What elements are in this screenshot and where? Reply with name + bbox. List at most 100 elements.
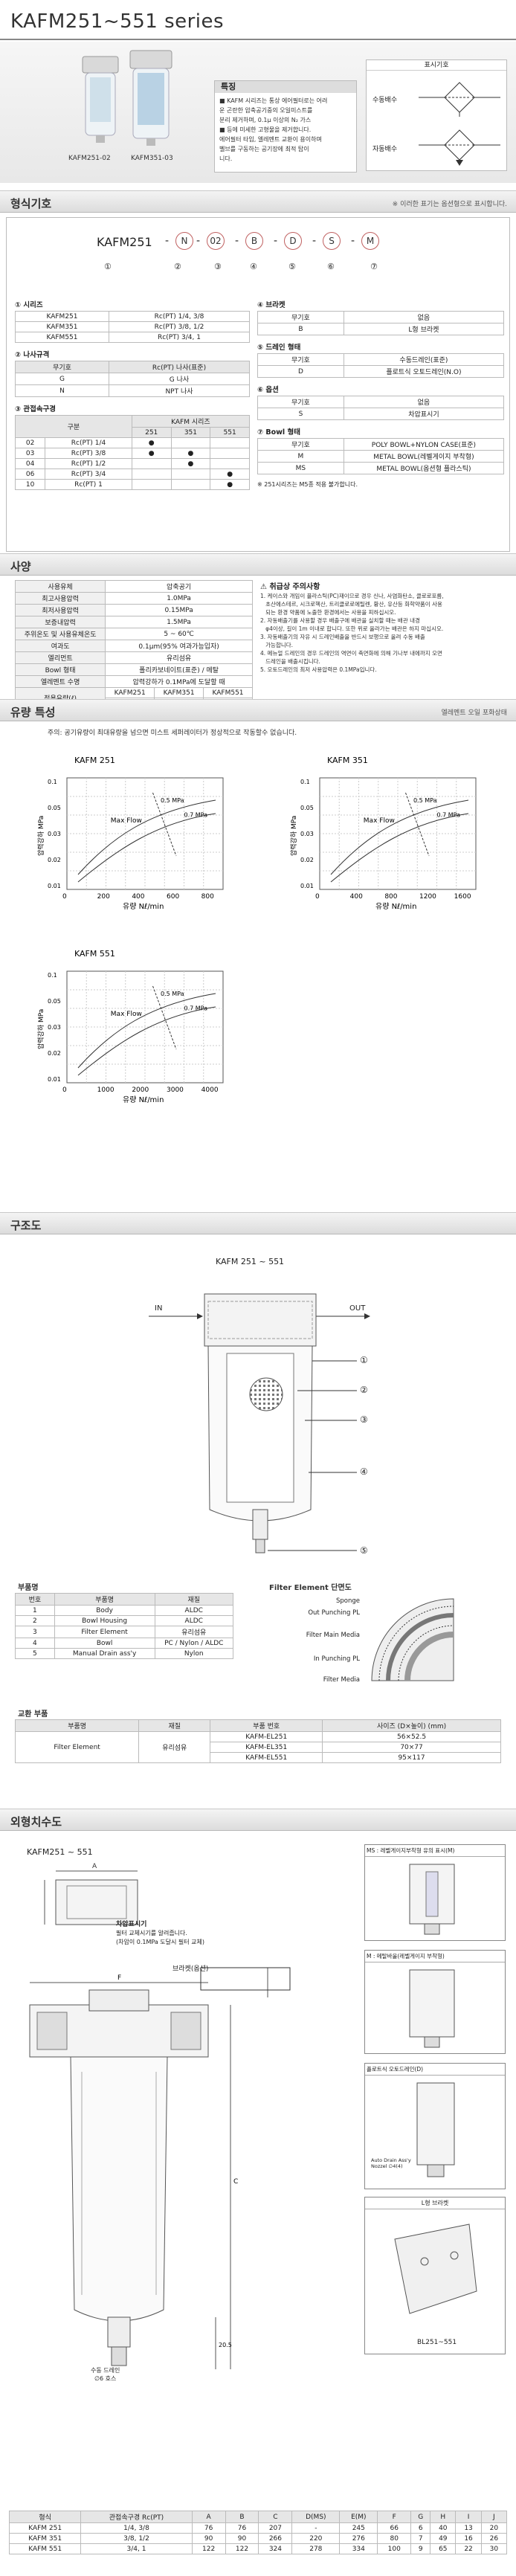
- table-cell: [131, 458, 172, 469]
- spec-value: 1.5MPa: [105, 616, 253, 628]
- table-cell: [131, 468, 172, 480]
- table-cell: N: [15, 384, 109, 397]
- table-cell: 207: [258, 2522, 293, 2534]
- table-cell: 1: [15, 1605, 55, 1616]
- table-header-cell: B: [225, 2511, 259, 2523]
- table-cell: 30: [480, 2543, 508, 2554]
- x-tick: 3000: [167, 1086, 184, 1094]
- table-cell: 49: [430, 2533, 457, 2544]
- bracket-drawing: [394, 2224, 477, 2314]
- table-cell: 06: [14, 468, 46, 480]
- section-flow: 유량 특성 엘레멘트 오일 포화상태: [0, 699, 516, 721]
- x-label: 유량 Nℓ/min: [123, 1095, 164, 1104]
- table-header-cell: 관접속구경 Rc(PT): [80, 2511, 193, 2523]
- table-cell: 324: [258, 2543, 293, 2554]
- table-cell: G 나사: [109, 373, 250, 385]
- section-spec-title: 사양: [10, 560, 31, 573]
- header-underline: [0, 39, 516, 40]
- symbol-auto-label: 자동배수: [373, 146, 398, 153]
- auto-box: 플로트식 오토드레인(D) Auto Drain Ass'y Nozzel ∅4…: [364, 2063, 506, 2189]
- curve-07: [77, 813, 216, 883]
- table-cell: 80: [377, 2533, 412, 2544]
- x-tick: 2000: [132, 1086, 149, 1094]
- max-flow-label: Max Flow: [364, 817, 395, 825]
- y-tick: 0.01: [300, 883, 314, 889]
- table-cell: KAFM351: [154, 687, 204, 698]
- x-tick: 200: [97, 893, 110, 901]
- x-tick: 1000: [97, 1086, 115, 1094]
- table-header-cell: 251: [131, 427, 172, 438]
- table-cell: 10: [14, 479, 46, 490]
- section-structure-title: 구조도: [10, 1219, 42, 1232]
- dimension-drawing: A F C 20.5: [29, 1863, 291, 2369]
- caution-line: 5. 오토드레인의 최저 사용압력은 0.1MPa입니다.: [260, 666, 377, 673]
- x-label: 유량 Nℓ/min: [123, 902, 164, 911]
- table-cell: Filter Element: [14, 1731, 140, 1763]
- y-tick: 0.1: [300, 779, 310, 785]
- table-header-cell: C: [258, 2511, 293, 2523]
- x-tick: 0: [62, 1086, 67, 1094]
- product-label-251: KAFM251-02: [68, 155, 111, 162]
- table-cell: D: [257, 365, 344, 378]
- table-cell: 245: [339, 2522, 378, 2534]
- spec-value: 1.0MPa: [105, 592, 253, 605]
- structure-in-label: IN: [155, 1304, 163, 1313]
- table-cell: 100: [377, 2543, 412, 2554]
- y-tick: 0.05: [300, 805, 314, 811]
- table-cell: [210, 458, 250, 469]
- table-cell: 278: [291, 2543, 341, 2554]
- table-cell: 7: [410, 2533, 431, 2544]
- table-cell: ●: [131, 448, 172, 459]
- table-cell: Bowl Housing: [54, 1615, 155, 1626]
- table-cell: 90: [191, 2533, 226, 2544]
- auto-drawing: [416, 2082, 455, 2177]
- bracket-box: L형 브라켓 BL251~551: [364, 2197, 506, 2354]
- table-cell: ●: [170, 448, 211, 459]
- max-flow-label: Max Flow: [111, 1011, 142, 1018]
- label-07: 0.7 MPa: [184, 1005, 208, 1012]
- spec-value: 5 ~ 60℃: [105, 628, 253, 640]
- svg-text:C: C: [233, 2178, 238, 2186]
- table-header-cell: I: [455, 2511, 482, 2523]
- spec-key: 엘레멘트 수명: [14, 675, 106, 688]
- section-flow-note: 엘레멘트 오일 포화상태: [441, 709, 507, 717]
- table-cell: MS: [257, 462, 344, 474]
- model-num: ⑦: [370, 262, 378, 271]
- table-cell: 1/4, 3/8: [80, 2522, 193, 2534]
- table-cell: 9: [410, 2543, 431, 2554]
- table-cell: 유리섬유: [154, 1626, 233, 1638]
- table-cell: 334: [339, 2543, 378, 2554]
- section-spec: 사양: [0, 553, 516, 576]
- model-sep: -: [312, 235, 317, 247]
- caution-title: 취급상 주의사항: [269, 583, 320, 591]
- table-cell: 유리섬유: [138, 1731, 211, 1763]
- spec-key: 사용유체: [14, 580, 106, 593]
- model-num: ⑥: [327, 262, 335, 271]
- table-cell: 13: [455, 2522, 482, 2534]
- table-cell: [210, 437, 250, 448]
- table-title: ⑤ 드레인 형태: [257, 344, 301, 352]
- caution-box: ⚠ 취급상 주의사항 1. 케이스와 개임이 플라스틱(PC)재이므로 경우 신…: [260, 580, 507, 680]
- table-cell: 없음: [343, 311, 505, 323]
- y-tick: 0.1: [48, 779, 57, 785]
- y-tick: 0.05: [48, 998, 61, 1005]
- element-label: Out Punching PL: [308, 1609, 360, 1617]
